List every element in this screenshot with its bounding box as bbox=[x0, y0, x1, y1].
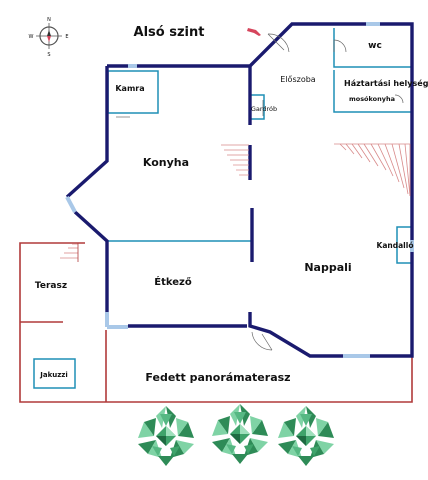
interior-walls bbox=[248, 66, 254, 262]
door-swing-icon bbox=[116, 33, 404, 351]
room-label-mosokonyha: mosókonyha bbox=[349, 95, 395, 103]
compass-s: S bbox=[47, 52, 50, 58]
room-label-haztartasi: Háztartási helység bbox=[344, 78, 428, 88]
room-label-gardrob: Gardrób bbox=[251, 105, 277, 113]
floor-title: Alsó szint bbox=[134, 25, 205, 40]
windows bbox=[65, 22, 414, 358]
room-label-jakuzzi: Jakuzzi bbox=[39, 371, 68, 379]
room-label-etkezo: Étkező bbox=[154, 275, 192, 288]
compass-e: E bbox=[65, 34, 68, 40]
compass-n: N bbox=[47, 17, 51, 23]
staircase-icon bbox=[60, 243, 79, 262]
room-label-terasz: Terasz bbox=[35, 281, 67, 291]
entrance-arrow-icon bbox=[247, 28, 261, 36]
staircase-icon bbox=[221, 144, 249, 176]
tree-icon bbox=[212, 404, 268, 464]
compass-needle bbox=[47, 36, 51, 42]
room-label-kamra: Kamra bbox=[115, 84, 144, 93]
room-label-kandallo: Kandalló bbox=[377, 241, 414, 250]
room-label-eloszoba: Előszoba bbox=[280, 75, 316, 84]
room-label-wc: wc bbox=[368, 41, 382, 51]
terrace-outline bbox=[19, 242, 413, 403]
staircase-icon bbox=[334, 143, 411, 197]
room-label-fedett: Fedett panorámaterasz bbox=[145, 371, 290, 384]
compass-icon: N S E W bbox=[29, 17, 69, 58]
jakuzzi-tub bbox=[33, 358, 76, 389]
outer-walls bbox=[65, 22, 414, 358]
room-label-konyha: Konyha bbox=[143, 156, 189, 169]
tree-icon bbox=[278, 406, 334, 466]
room-label-nappali: Nappali bbox=[304, 261, 351, 274]
compass-w: W bbox=[29, 34, 34, 40]
inner-partitions bbox=[107, 28, 413, 264]
tree-icon bbox=[138, 406, 194, 466]
